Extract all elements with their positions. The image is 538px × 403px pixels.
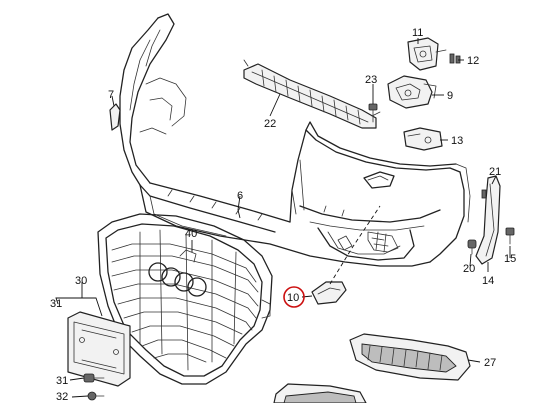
callout-15: 15 — [504, 253, 516, 265]
fog-light-grille-lower — [273, 383, 367, 403]
tow-hook-cap — [311, 281, 347, 305]
clip-12 — [449, 53, 461, 64]
callout-27: 27 — [484, 357, 496, 369]
screw-31 — [83, 373, 105, 383]
clip-20 — [467, 239, 477, 255]
air-guide-strip — [243, 59, 381, 129]
bracket-11 — [407, 37, 447, 71]
callout-30: 30 — [75, 275, 87, 287]
screw-32 — [87, 391, 105, 401]
bumper-cover — [119, 13, 471, 267]
side-bracket-14 — [475, 175, 501, 265]
callout-12: 12 — [467, 55, 479, 67]
callout-21: 21 — [489, 166, 501, 178]
license-plate-bracket — [67, 311, 131, 387]
callout-10: 10 — [287, 292, 299, 304]
callout-11: 11 — [412, 27, 423, 39]
callout-23: 23 — [365, 74, 377, 86]
callout-9: 9 — [447, 90, 453, 102]
callout-22: 22 — [264, 118, 276, 130]
callout-6: 6 — [237, 190, 243, 202]
callout-31-upper: 31 — [50, 298, 62, 310]
leader-lines — [55, 38, 511, 398]
highlight-ring — [283, 286, 305, 308]
bracket-13 — [403, 127, 443, 151]
callout-40: 40 — [185, 228, 197, 240]
trim-7 — [109, 103, 121, 131]
callout-labels: 6 7 9 10 11 12 13 14 15 20 21 22 23 27 3… — [50, 27, 516, 403]
callout-20: 20 — [463, 263, 475, 275]
callout-13: 13 — [451, 135, 463, 147]
screw-15 — [505, 227, 515, 245]
bracket-9 — [387, 75, 437, 109]
fog-light-grille — [349, 333, 471, 381]
callout-7: 7 — [108, 89, 114, 101]
callout-32: 32 — [56, 391, 68, 403]
callout-14: 14 — [482, 275, 494, 287]
callout-31: 31 — [56, 375, 68, 387]
bolt-23 — [368, 103, 378, 123]
